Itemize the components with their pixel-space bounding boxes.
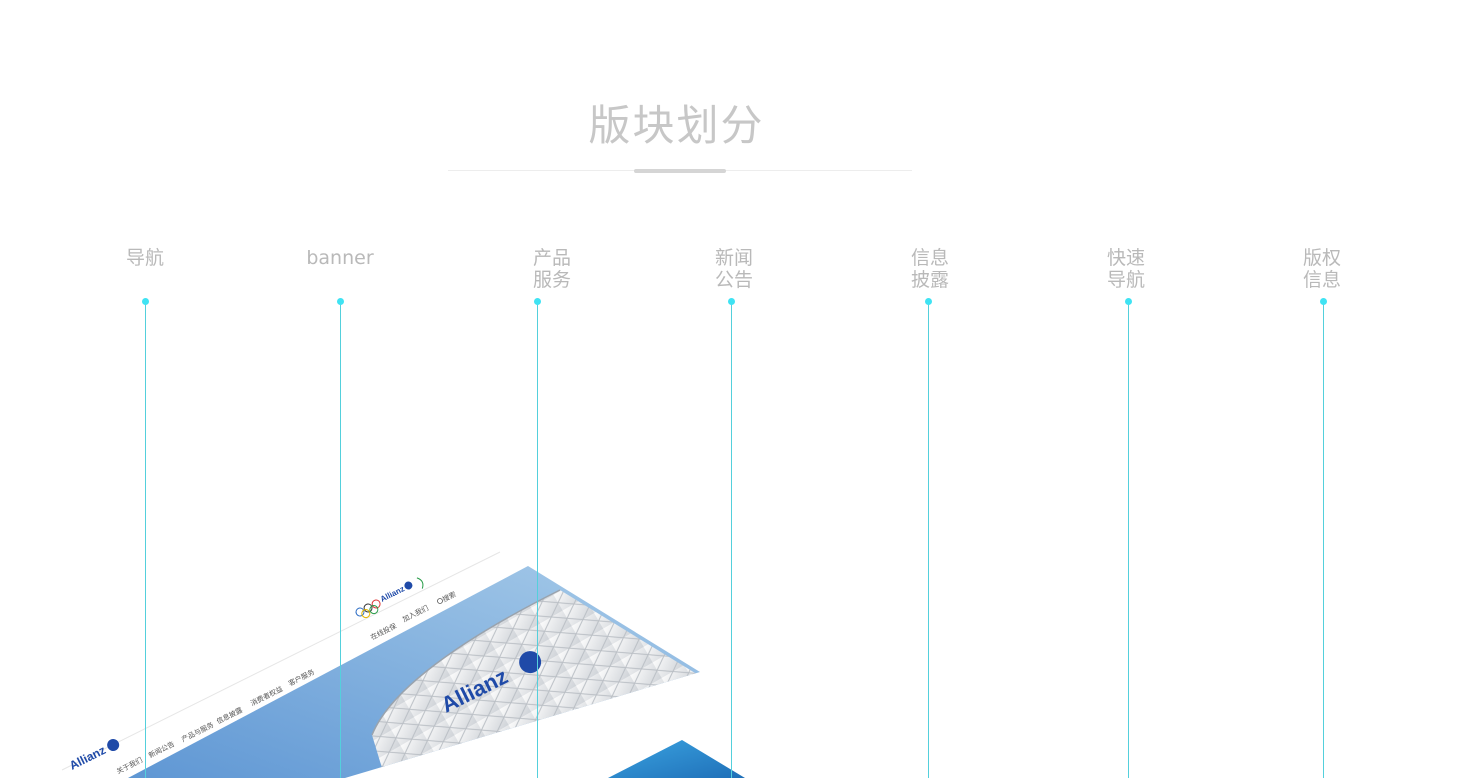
section-label-nav: 导航 <box>125 247 164 269</box>
section-label-banner: banner <box>306 247 374 269</box>
guide-line-disclosure <box>928 302 929 778</box>
mockup-banner <box>128 566 700 778</box>
section-label-news: 新闻 公告 <box>714 247 753 291</box>
mockup-utility-link: 在线投保 <box>369 621 398 642</box>
guide-line-nav <box>145 302 146 778</box>
mockup-nav-item: 客户服务 <box>287 667 316 688</box>
mockup-nav-item: 新闻公告 <box>147 739 176 760</box>
product-tile-image <box>608 740 745 778</box>
mockup-utility-link: 搜索 <box>441 589 458 603</box>
stadium-logo: Allianz <box>437 651 542 717</box>
mockup-logo-text: Allianz <box>67 743 108 773</box>
section-label-quicknav: 快速 导航 <box>1106 247 1145 291</box>
mockup-logo: Allianz <box>67 739 120 773</box>
olympic-rings-icon <box>355 599 381 619</box>
page-title: 版块划分 <box>588 101 765 150</box>
mockup-nav-item: 信息披露 <box>215 705 244 726</box>
section-label-products: 产品 服务 <box>532 247 571 291</box>
mockup-page <box>62 552 1000 778</box>
mockup-nav-item: 产品与服务 <box>180 720 215 744</box>
header-sponsor-logo-text: Allianz <box>379 584 406 604</box>
guide-dot <box>337 298 344 305</box>
stadium-logo-text: Allianz <box>437 663 512 717</box>
header-sponsor-logo: Allianz <box>379 577 424 604</box>
guide-dot <box>925 298 932 305</box>
section-label-disclosure: 信息 披露 <box>910 247 949 291</box>
guide-dot <box>1320 298 1327 305</box>
guide-line-news <box>731 302 732 778</box>
search-icon <box>437 598 443 604</box>
guide-dot <box>142 298 149 305</box>
section-label-copyright: 版权 信息 <box>1302 247 1341 291</box>
mockup-nav-item: 关于我们 <box>115 755 144 776</box>
mockup-nav-item: 消费者权益 <box>249 684 284 708</box>
guide-line-products <box>537 302 538 778</box>
guide-line-banner <box>340 302 341 778</box>
guide-dot <box>728 298 735 305</box>
title-divider-accent <box>634 169 726 173</box>
guide-line-copyright <box>1323 302 1324 778</box>
guide-dot <box>534 298 541 305</box>
mockup-utility-link: 加入我们 <box>401 603 430 624</box>
guide-line-quicknav <box>1128 302 1129 778</box>
guide-dot <box>1125 298 1132 305</box>
stadium-image <box>372 590 700 778</box>
